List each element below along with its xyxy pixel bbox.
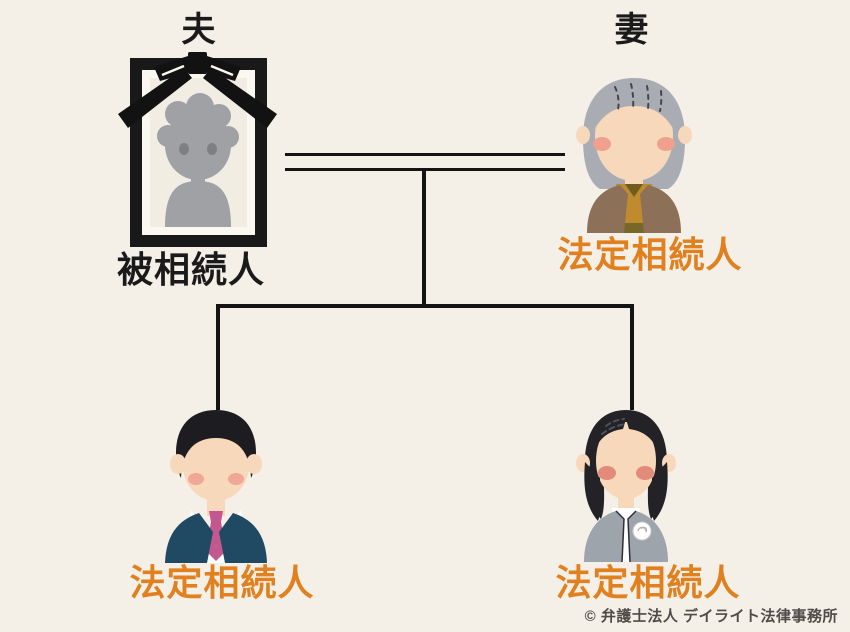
decedent-label: 被相続人	[116, 249, 266, 290]
hair-strands	[614, 83, 663, 112]
son-descent-line	[216, 304, 220, 410]
deceased-silhouette	[157, 93, 239, 227]
hair-strands	[601, 418, 627, 435]
mourning-ribbon-icon	[118, 52, 277, 128]
wife-role-label: 妻	[614, 11, 650, 49]
marriage-line-bottom	[285, 168, 565, 171]
daughter-heir-label: 法定相続人	[555, 562, 741, 603]
man-in-suit-illustration	[165, 410, 267, 563]
couple-descent-line	[422, 170, 426, 308]
husband-role-label: 夫	[181, 11, 217, 49]
memorial-portrait-illustration	[118, 52, 277, 247]
elderly-woman-illustration	[576, 78, 692, 233]
flower-brooch-icon	[632, 521, 652, 541]
woman-with-brooch-illustration	[576, 410, 676, 562]
son-heir-label: 法定相続人	[129, 562, 315, 603]
wife-heir-label: 法定相続人	[557, 234, 743, 275]
marriage-line-top	[285, 153, 565, 156]
copyright-text: © 弁護士法人 デイライト法律事務所	[584, 608, 838, 625]
daughter-descent-line	[630, 304, 634, 410]
sibling-bar-line	[216, 304, 634, 308]
